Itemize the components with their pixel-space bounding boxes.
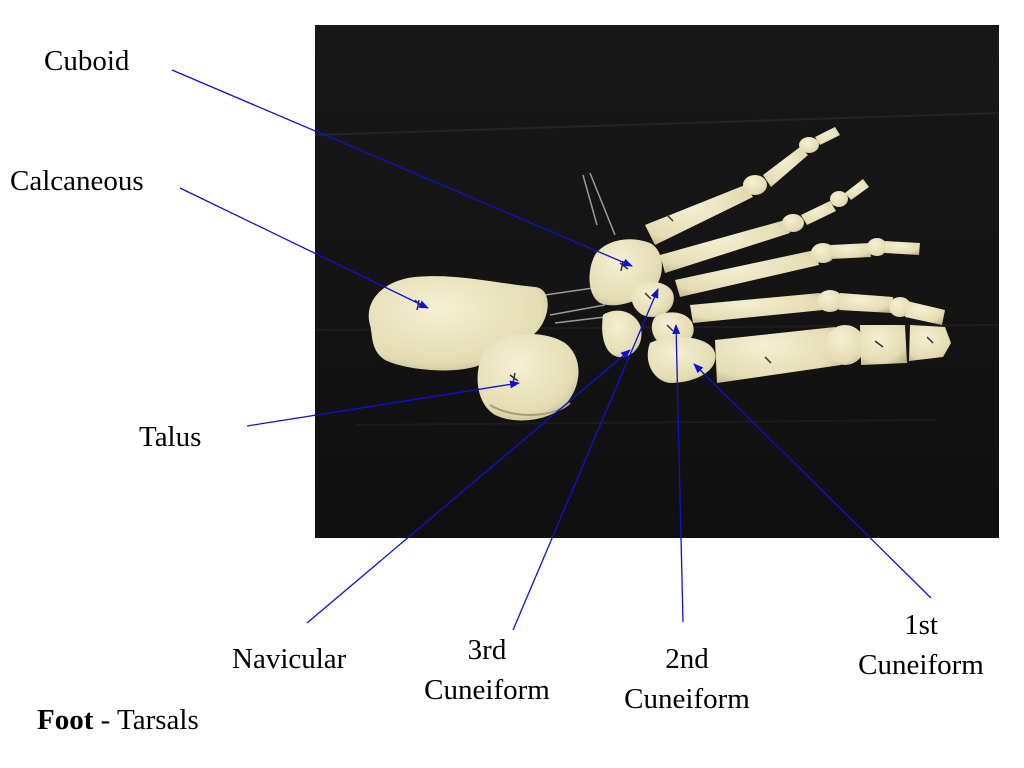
cuneiform-2nd-label-line1: 2nd	[665, 643, 709, 675]
cuneiform-1st-label-line1: 1st	[904, 609, 938, 641]
foot-bones-photo	[315, 25, 999, 538]
navicular-label: Navicular	[232, 643, 347, 675]
cuneiform-3rd-label-line1: 3rd	[467, 634, 507, 666]
cuneiform-3rd-label-line2: Cuneiform	[424, 674, 550, 706]
cuneiform-2nd-label: 2nd Cuneiform	[612, 639, 762, 719]
cuboid-label: Cuboid	[44, 45, 130, 77]
cuneiform-1st-label-line2: Cuneiform	[858, 649, 984, 681]
cuneiform-3rd-label: 3rd Cuneiform	[412, 630, 562, 710]
caption-bold-text: Foot	[37, 704, 94, 736]
cuneiform-2nd-label-line2: Cuneiform	[624, 683, 750, 715]
calcaneous-label: Calcaneous	[10, 165, 144, 197]
caption-rest-text: - Tarsals	[93, 704, 199, 736]
talus-label: Talus	[139, 421, 202, 453]
slide-caption: Foot - Tarsals	[37, 700, 199, 740]
cuneiform-1st-label: 1st Cuneiform	[846, 605, 996, 685]
foot-skeleton-illustration	[315, 25, 999, 538]
